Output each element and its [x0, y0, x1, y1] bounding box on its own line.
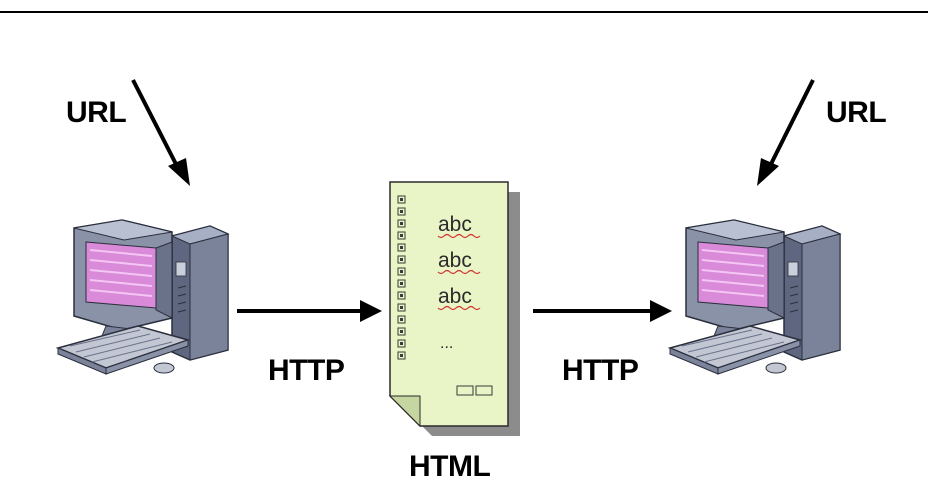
- http-arrow-right: [533, 300, 672, 322]
- http-label-left: HTTP: [268, 354, 345, 387]
- url-label-right: URL: [826, 96, 887, 129]
- url-arrow-right: [757, 79, 815, 186]
- doc-line-1: abc: [438, 213, 472, 236]
- html-document-icon: abc abc abc ...: [388, 181, 520, 436]
- doc-line-ellipsis: ...: [440, 335, 453, 352]
- http-label-right: HTTP: [562, 354, 639, 387]
- doc-line-3: abc: [438, 285, 472, 308]
- doc-line-2: abc: [438, 249, 472, 272]
- http-arrow-left: [237, 300, 382, 322]
- computer-left-icon: [55, 219, 230, 375]
- computer-right-icon: [667, 219, 842, 375]
- html-label: HTML: [409, 450, 491, 483]
- url-arrow-left: [131, 79, 190, 186]
- url-label-left: URL: [66, 96, 127, 129]
